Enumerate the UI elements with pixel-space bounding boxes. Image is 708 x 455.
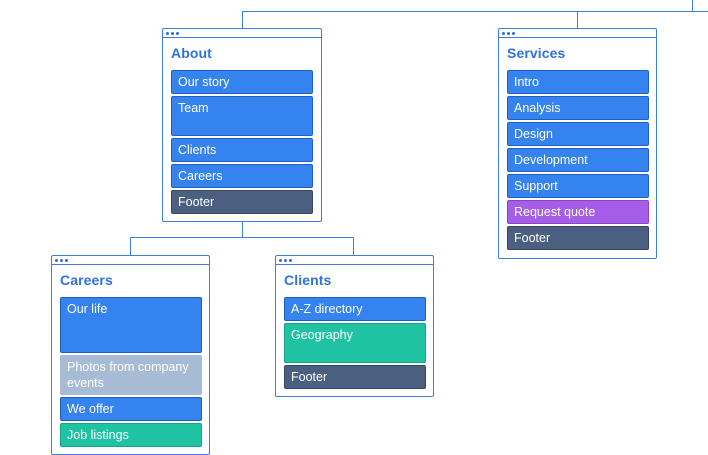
card-title: Careers — [60, 272, 113, 288]
window-bar — [52, 256, 209, 265]
window-dot-icon — [507, 31, 510, 35]
card-title: Services — [507, 45, 566, 61]
block-footer[interactable]: Footer — [284, 365, 426, 389]
window-dot-icon — [166, 31, 169, 35]
block-development[interactable]: Development — [507, 148, 649, 172]
window-dot-icon — [502, 31, 505, 35]
block-our-life[interactable]: Our life — [60, 297, 202, 353]
window-dot-icon — [65, 258, 68, 262]
window-dot-icon — [279, 258, 282, 262]
window-dot-icon — [284, 258, 287, 262]
block-clients[interactable]: Clients — [171, 138, 313, 162]
window-dot-icon — [289, 258, 292, 262]
card-services[interactable]: Services Intro Analysis Design Developme… — [498, 28, 657, 259]
window-dot-icon — [60, 258, 63, 262]
window-dot-icon — [176, 31, 179, 35]
block-intro[interactable]: Intro — [507, 70, 649, 94]
block-job-listings[interactable]: Job listings — [60, 423, 202, 447]
block-geography[interactable]: Geography — [284, 323, 426, 363]
block-footer[interactable]: Footer — [171, 190, 313, 214]
window-bar — [499, 29, 656, 38]
block-photos[interactable]: Photos from company events — [60, 355, 202, 395]
card-title: About — [171, 45, 212, 61]
block-analysis[interactable]: Analysis — [507, 96, 649, 120]
window-dot-icon — [55, 258, 58, 262]
block-our-story[interactable]: Our story — [171, 70, 313, 94]
card-clients[interactable]: Clients A-Z directory Geography Footer — [275, 255, 434, 397]
block-we-offer[interactable]: We offer — [60, 397, 202, 421]
block-careers[interactable]: Careers — [171, 164, 313, 188]
card-careers[interactable]: Careers Our life Photos from company eve… — [51, 255, 210, 455]
window-bar — [163, 29, 321, 38]
card-title: Clients — [284, 272, 332, 288]
block-request-quote[interactable]: Request quote — [507, 200, 649, 224]
window-bar — [276, 256, 433, 265]
window-dot-icon — [512, 31, 515, 35]
block-design[interactable]: Design — [507, 122, 649, 146]
card-about[interactable]: About Our story Team Clients Careers Foo… — [162, 28, 322, 222]
block-footer[interactable]: Footer — [507, 226, 649, 250]
block-team[interactable]: Team — [171, 96, 313, 136]
block-support[interactable]: Support — [507, 174, 649, 198]
block-a-z-directory[interactable]: A-Z directory — [284, 297, 426, 321]
window-dot-icon — [171, 31, 174, 35]
